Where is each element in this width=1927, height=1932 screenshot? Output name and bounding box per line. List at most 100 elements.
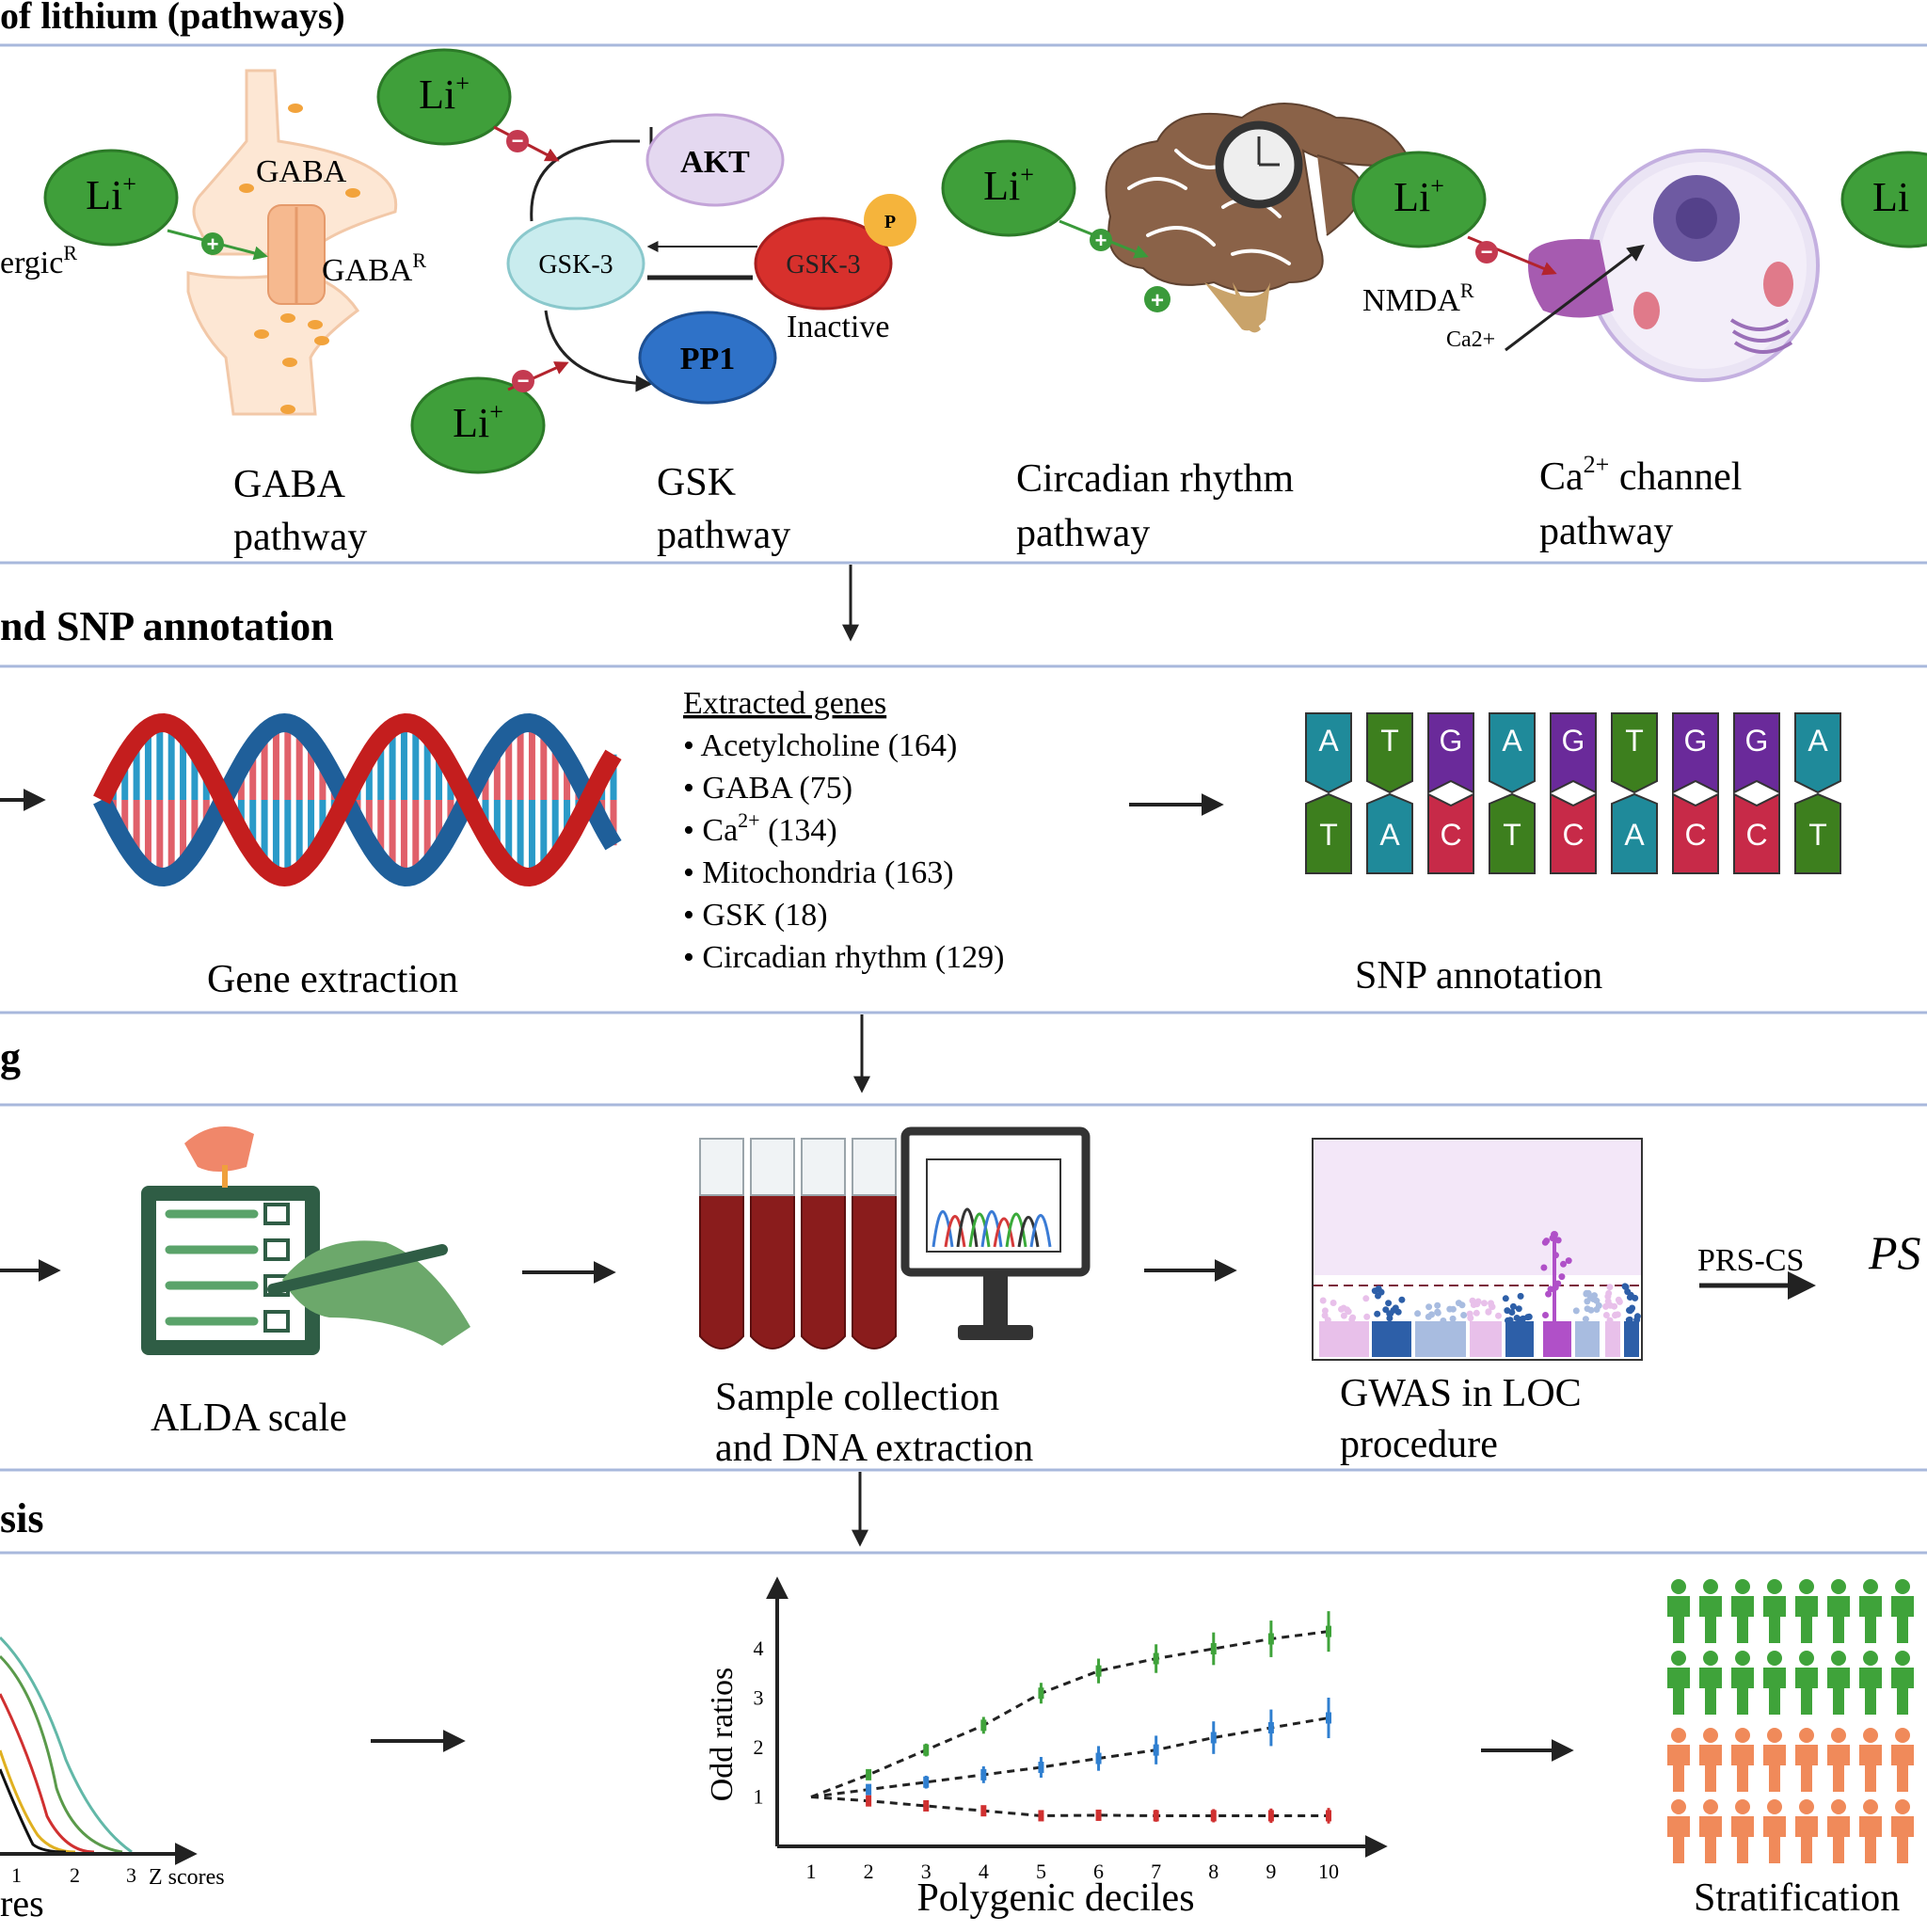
snp-bottom-base: C xyxy=(1562,818,1584,852)
chart-x-tick-label: 9 xyxy=(1266,1860,1276,1883)
person-icon xyxy=(1731,1579,1754,1643)
snp-bottom-base: A xyxy=(1624,818,1645,852)
ca2-label: Ca2+ xyxy=(1446,327,1495,352)
chart-point xyxy=(1267,1810,1274,1822)
manhattan-point xyxy=(1473,1309,1480,1317)
chart-point xyxy=(1267,1633,1274,1645)
manhattan-point xyxy=(1319,1297,1327,1304)
ps-label: PS xyxy=(1868,1226,1921,1279)
chart-point xyxy=(1038,1687,1044,1700)
snp-top-base: G xyxy=(1562,724,1585,758)
chart-point xyxy=(1038,1762,1044,1773)
manhattan-band xyxy=(1470,1321,1502,1357)
person-icon xyxy=(1731,1651,1754,1715)
chart-point xyxy=(923,1799,930,1812)
li-label-ca: Li+ xyxy=(1393,172,1444,220)
snp-top-block xyxy=(1733,712,1780,794)
svg-text:−: − xyxy=(512,129,524,152)
manhattan-point xyxy=(1605,1289,1613,1297)
li-label-gsk-bottom: Li+ xyxy=(453,398,503,446)
person-icon xyxy=(1667,1579,1690,1643)
chart-y-tick-label: 2 xyxy=(754,1735,764,1759)
manhattan-point xyxy=(1540,1264,1548,1271)
chart-y-tick-label: 3 xyxy=(754,1686,764,1710)
phospho-label: P xyxy=(884,212,896,232)
snp-bottom-base: T xyxy=(1808,818,1827,852)
person-icon xyxy=(1763,1799,1786,1863)
manhattan-point xyxy=(1508,1309,1516,1316)
snp-top-base: G xyxy=(1745,724,1769,758)
snp-top-block xyxy=(1489,712,1536,794)
manhattan-point xyxy=(1502,1295,1509,1302)
snp-top-base: A xyxy=(1318,724,1339,758)
manhattan-point xyxy=(1392,1304,1399,1312)
manhattan-point xyxy=(1626,1316,1633,1323)
manhattan-point xyxy=(1560,1260,1567,1268)
chart-x-tick-label: 6 xyxy=(1093,1860,1104,1883)
gsk3-label: GSK-3 xyxy=(538,250,613,279)
person-icon xyxy=(1891,1728,1914,1792)
snp-top-base: T xyxy=(1380,724,1399,758)
alda-scale-caption: ALDA scale xyxy=(151,1397,347,1440)
manhattan-point xyxy=(1513,1315,1521,1321)
person-icon xyxy=(1891,1579,1914,1643)
person-icon xyxy=(1795,1651,1818,1715)
snp-top-block xyxy=(1427,712,1474,794)
person-icon xyxy=(1859,1579,1882,1643)
manhattan-point xyxy=(1340,1312,1347,1319)
svg-text:−: − xyxy=(1481,240,1493,263)
gaba-pathway-caption-2: pathway xyxy=(233,516,367,559)
dna-strand-red xyxy=(93,712,622,887)
chart-point xyxy=(1153,1810,1159,1822)
person-icon xyxy=(1859,1651,1882,1715)
pp1-label: PP1 xyxy=(680,342,736,376)
chart-point xyxy=(1326,1625,1331,1637)
gaba-label: GABA xyxy=(256,154,347,189)
nmda-label: NMDAR xyxy=(1362,279,1474,318)
manhattan-point xyxy=(1467,1315,1474,1322)
manhattan-point xyxy=(1509,1302,1517,1310)
chart-point xyxy=(980,1768,987,1780)
li-label-gsk-top: Li+ xyxy=(419,70,470,118)
snp-top-base: A xyxy=(1502,724,1522,758)
z-score-curves: 1 2 3 xyxy=(0,1636,198,1887)
chart-x-tick-label: 4 xyxy=(979,1860,989,1883)
person-icon xyxy=(1827,1651,1850,1715)
svg-text:+: + xyxy=(1095,229,1107,252)
manhattan-band xyxy=(1319,1321,1369,1357)
manhattan-point xyxy=(1458,1301,1466,1309)
gene-item-4: • Mitochondria (163) xyxy=(683,855,954,890)
gwas-caption-1: GWAS in LOC xyxy=(1340,1372,1582,1415)
person-icon xyxy=(1699,1579,1722,1643)
manhattan-point xyxy=(1582,1316,1589,1323)
chart-x-tick-label: 5 xyxy=(1036,1860,1046,1883)
manhattan-point xyxy=(1434,1301,1441,1309)
gwas-caption-2: procedure xyxy=(1340,1423,1498,1466)
manhattan-band xyxy=(1543,1321,1571,1357)
prs-cs-label: PRS-CS xyxy=(1697,1243,1804,1278)
manhattan-point xyxy=(1614,1311,1621,1318)
manhattan-point xyxy=(1633,1317,1641,1324)
person-icon xyxy=(1699,1799,1722,1863)
manhattan-point xyxy=(1545,1290,1553,1298)
manhattan-point xyxy=(1473,1301,1481,1308)
inactive-label: Inactive xyxy=(787,310,890,344)
gsk3-inactive-label: GSK-3 xyxy=(786,250,860,279)
person-icon xyxy=(1763,1579,1786,1643)
manhattan-point xyxy=(1382,1306,1390,1314)
chart-xlabel: Polygenic deciles xyxy=(916,1876,1194,1920)
gene-item-6: • Circadian rhythm (129) xyxy=(683,940,1004,975)
manhattan-point xyxy=(1572,1307,1580,1315)
person-icon xyxy=(1763,1651,1786,1715)
chart-point xyxy=(1267,1722,1274,1733)
svg-text:1: 1 xyxy=(11,1863,22,1887)
chart-series-line xyxy=(810,1630,1330,1798)
chart-point xyxy=(1210,1810,1217,1822)
manhattan-point xyxy=(1626,1306,1632,1314)
manhattan-point xyxy=(1449,1305,1457,1313)
chart-point xyxy=(980,1719,987,1732)
snp-top-block xyxy=(1366,712,1413,794)
li-ion-gaba xyxy=(43,149,179,247)
chart-point xyxy=(1153,1744,1159,1756)
